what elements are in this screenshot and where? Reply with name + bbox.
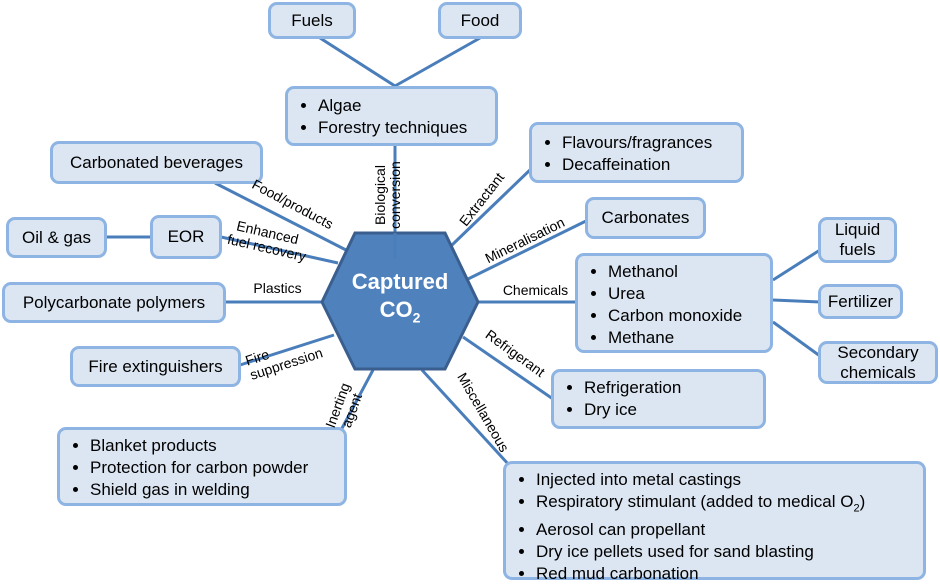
list-item: Carbon monoxide <box>608 305 762 327</box>
list-item: Urea <box>608 283 762 305</box>
subscript: 2 <box>853 502 860 515</box>
node-label: Fertilizer <box>827 291 894 311</box>
node-biological: Algae Forestry techniques <box>285 86 498 146</box>
list-item: Methanol <box>608 261 762 283</box>
list-item: Flavours/fragrances <box>562 132 733 154</box>
label-line: Biological <box>372 165 388 225</box>
node-fire-extinguishers: Fire extinguishers <box>70 346 241 387</box>
list-item-text: Respiratory stimulant (added to medical … <box>536 492 854 511</box>
edge-liquid-fuels <box>772 248 821 282</box>
edge-extractant <box>450 166 534 247</box>
edge-fertilizer <box>772 298 821 304</box>
node-label: Food <box>460 10 500 30</box>
node-liquid-fuels: Liquid fuels <box>818 217 897 263</box>
edge-food <box>394 36 481 88</box>
node-carbonated-beverages: Carbonated beverages <box>50 141 263 184</box>
node-label: Carbonated beverages <box>70 152 243 172</box>
node-refrigerant: Refrigeration Dry ice <box>551 369 766 429</box>
node-label: Fuels <box>291 10 333 30</box>
list-item: Decaffeination <box>562 154 733 176</box>
edge-inerting <box>338 369 375 433</box>
node-eor: EOR <box>150 215 222 259</box>
list-item: Shield gas in welding <box>90 479 336 501</box>
node-secondary-chemicals: Secondary chemicals <box>818 341 938 384</box>
node-label: Liquid fuels <box>834 220 881 259</box>
node-label: Fire extinguishers <box>88 356 223 376</box>
center-title: Captured <box>351 269 449 294</box>
node-fuels: Fuels <box>268 2 356 39</box>
node-label: Oil & gas <box>22 227 91 247</box>
edge-misc <box>420 368 512 468</box>
list-item: Respiratory stimulant (added to medical … <box>536 491 915 519</box>
list-item: Methane <box>608 327 762 349</box>
center-label: Captured CO2 <box>322 268 478 331</box>
list-item-text: ) <box>859 492 866 511</box>
edge-eor <box>220 235 339 265</box>
center-formula: CO2 <box>322 296 478 331</box>
node-label: EOR <box>167 227 205 246</box>
node-fertilizer: Fertilizer <box>818 284 903 319</box>
node-chemicals: Methanol Urea Carbon monoxide Methane <box>575 253 773 353</box>
edge-secondary <box>772 320 821 358</box>
node-inerting: Blanket products Protection for carbon p… <box>57 427 347 506</box>
captured-co2-hexagon <box>320 231 480 371</box>
list-item: Protection for carbon powder <box>90 457 336 479</box>
formula-sub: 2 <box>412 309 421 326</box>
edge-food-products <box>214 181 347 252</box>
edge-refrigerant <box>462 335 554 401</box>
node-miscellaneous: Injected into metal castings Respiratory… <box>503 461 926 583</box>
node-oil-gas: Oil & gas <box>6 217 107 258</box>
node-food: Food <box>438 2 522 39</box>
list-item: Red mud carbonation <box>536 563 915 585</box>
list-item: Blanket products <box>90 435 336 457</box>
node-label: Carbonates <box>601 208 690 227</box>
edge-fuels <box>319 36 396 88</box>
formula-main: CO <box>379 297 413 322</box>
edge-label-chemicals: Chemicals <box>502 282 569 298</box>
edge-mineralisation <box>467 218 589 281</box>
node-polycarbonate: Polycarbonate polymers <box>2 282 226 323</box>
node-label: Secondary chemicals <box>837 342 919 382</box>
list-item: Aerosol can propellant <box>536 519 915 541</box>
edge-label-plastics: Plastics <box>253 280 302 296</box>
label-line: conversion <box>387 161 403 229</box>
list-item: Dry ice <box>584 399 755 421</box>
edge-fire <box>239 333 335 367</box>
list-item: Refrigeration <box>584 377 755 399</box>
node-extractant: Flavours/fragrances Decaffeination <box>529 122 744 183</box>
node-label: Polycarbonate polymers <box>22 292 206 312</box>
list-item: Forestry techniques <box>318 117 487 139</box>
list-item: Injected into metal castings <box>536 469 915 491</box>
node-carbonates: Carbonates <box>585 197 706 239</box>
list-item: Algae <box>318 95 487 117</box>
list-item: Dry ice pellets used for sand blasting <box>536 541 915 563</box>
